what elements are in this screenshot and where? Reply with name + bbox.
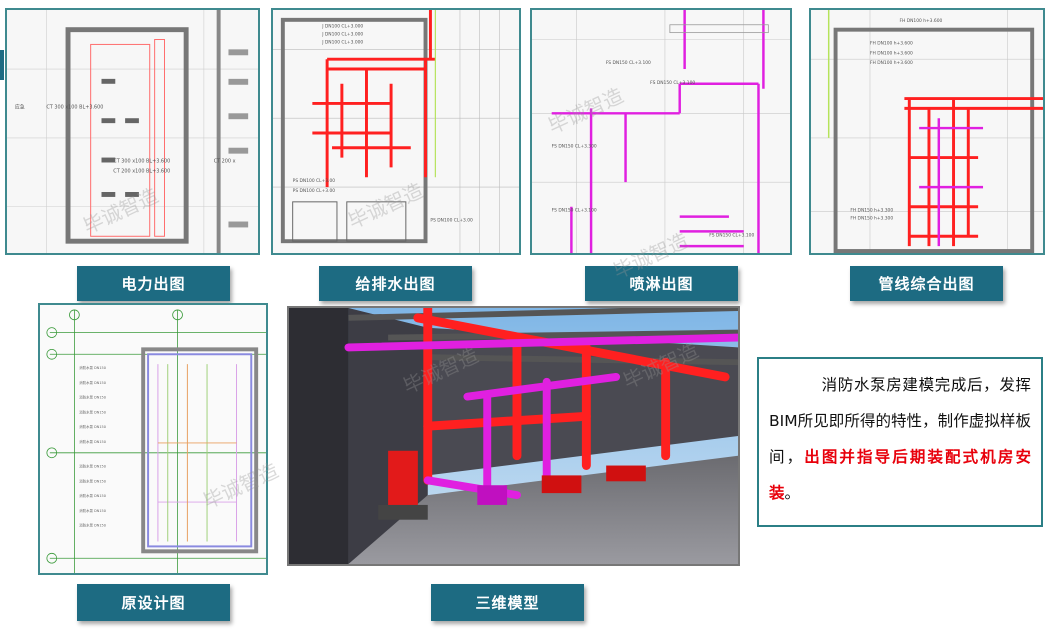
svg-text:CT 300 x100 BL+3.600: CT 300 x100 BL+3.600 — [113, 158, 170, 164]
description-text: 消防水泵房建模完成后，发挥BIM所见即所得的特性，制作虚拟样板间，出图并指导后期… — [757, 357, 1043, 527]
svg-text:J DN100 CL+3.000: J DN100 CL+3.000 — [321, 32, 363, 38]
svg-text:CT 200 x100 BL+3.600: CT 200 x100 BL+3.600 — [113, 168, 170, 174]
svg-text:应急: 应急 — [15, 103, 25, 110]
svg-text:FS DN150 CL+3.300: FS DN150 CL+3.300 — [552, 144, 597, 150]
svg-text:FH DN100 h+3.600: FH DN100 h+3.600 — [870, 40, 913, 46]
svg-text:PS DN100 CL+3.00: PS DN100 CL+3.00 — [293, 178, 336, 184]
svg-text:CT 300 x100 BL+3.600: CT 300 x100 BL+3.600 — [46, 104, 103, 110]
svg-text:消防水泵 DN150: 消防水泵 DN150 — [79, 464, 106, 469]
svg-text:消防水泵 DN150: 消防水泵 DN150 — [79, 380, 106, 385]
svg-text:消防水泵 DN150: 消防水泵 DN150 — [79, 439, 106, 444]
svg-text:FH DN150 h+3.300: FH DN150 h+3.300 — [850, 208, 893, 214]
svg-text:FH DN100 h+3.600: FH DN100 h+3.600 — [899, 18, 942, 24]
power-drawing-label: 电力出图 — [77, 266, 230, 301]
svg-text:FS DN150 CL+3.100: FS DN150 CL+3.100 — [606, 60, 651, 66]
svg-text:FS DN150 CL+3.100: FS DN150 CL+3.100 — [552, 208, 597, 214]
description-end: 。 — [784, 484, 801, 502]
svg-text:PS DN100 CL+3.00: PS DN100 CL+3.00 — [430, 218, 473, 224]
svg-text:消防水泵 DN150: 消防水泵 DN150 — [79, 478, 106, 483]
svg-text:FH DN150 h+3.300: FH DN150 h+3.300 — [850, 216, 893, 222]
integrated-drawing-label: 管线综合出图 — [850, 266, 1003, 301]
svg-text:FS DN150 CL+3.100: FS DN150 CL+3.100 — [709, 232, 754, 238]
svg-text:FH DN100 h+3.600: FH DN100 h+3.600 — [870, 50, 913, 56]
svg-text:PS DN100 CL+3.00: PS DN100 CL+3.00 — [293, 188, 336, 194]
svg-text:CT 200 x: CT 200 x — [214, 158, 236, 164]
svg-text:消防水泵 DN150: 消防水泵 DN150 — [79, 493, 106, 498]
svg-text:FS DN150 CL+3.100: FS DN150 CL+3.100 — [650, 80, 695, 86]
3d-model-label: 三维模型 — [431, 584, 584, 621]
svg-text:J DN100 CL+3.000: J DN100 CL+3.000 — [321, 39, 363, 45]
integrated-drawing-image: FH DN100 h+3.600 FH DN100 h+3.600 FH DN10… — [809, 8, 1045, 255]
sprinkler-drawing-image: FS DN150 CL+3.100 FS DN150 CL+3.100 FS DN… — [530, 8, 792, 255]
sprinkler-drawing-label: 喷淋出图 — [585, 266, 738, 301]
svg-text:消防水泵 DN150: 消防水泵 DN150 — [79, 409, 106, 414]
svg-text:消防水泵 DN150: 消防水泵 DN150 — [79, 508, 106, 513]
svg-text:J DN100 CL+3.000: J DN100 CL+3.000 — [321, 24, 363, 30]
svg-text:FH DN100 h+3.600: FH DN100 h+3.600 — [870, 60, 913, 66]
svg-text:消防水泵 DN150: 消防水泵 DN150 — [79, 365, 106, 370]
power-drawing-image: CT 300 x100 BL+3.600 CT 300 x100 BL+3.60… — [5, 8, 260, 255]
description-normal: 消防水泵房建模完成后，发挥BIM所见即所得的特性，制作虚拟样板间， — [769, 376, 1031, 466]
water-drawing-label: 给排水出图 — [319, 266, 472, 301]
3d-model-image — [287, 306, 740, 566]
original-drawing-image: 消防水泵 DN150 消防水泵 DN150 消防水泵 DN150 消防水泵 DN15… — [38, 303, 268, 575]
left-edge-marker — [0, 50, 4, 80]
svg-text:消防水泵 DN150: 消防水泵 DN150 — [79, 523, 106, 528]
description-highlight: 出图并指导后期装配式机房安装 — [769, 448, 1031, 502]
original-drawing-label: 原设计图 — [77, 584, 230, 621]
svg-text:消防水泵 DN150: 消防水泵 DN150 — [79, 424, 106, 429]
svg-text:消防水泵 DN150: 消防水泵 DN150 — [79, 395, 106, 400]
